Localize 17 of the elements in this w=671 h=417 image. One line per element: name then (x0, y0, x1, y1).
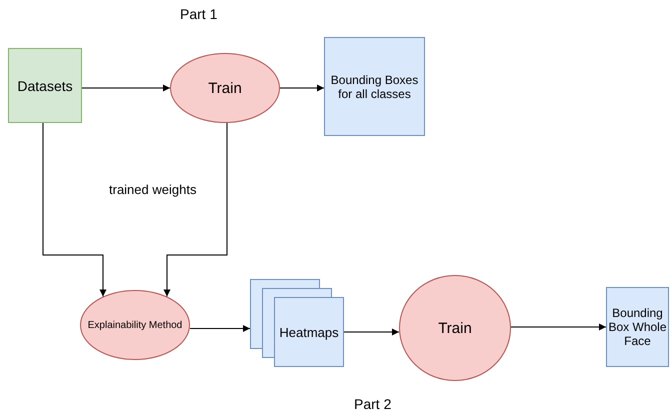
stacked-document-box: Heatmaps (274, 297, 344, 367)
arrow (42, 122, 106, 298)
edge-label: trained weights (109, 182, 196, 197)
process-ellipse: Explainability Method (80, 290, 190, 360)
arrow (164, 122, 228, 298)
arrow (344, 328, 400, 336)
process-ellipse: Train (399, 275, 511, 381)
arrow (510, 324, 606, 330)
arrow (190, 325, 250, 332)
process-box: Datasets (8, 48, 82, 123)
arrow (280, 84, 324, 92)
part-heading: Part 2 (354, 396, 392, 412)
part-heading: Part 1 (180, 6, 218, 22)
process-box: Bounding Boxes for all classes (324, 37, 425, 136)
process-box: Bounding Box Whole Face (606, 287, 669, 367)
arrow (82, 84, 170, 92)
process-ellipse: Train (170, 53, 280, 123)
